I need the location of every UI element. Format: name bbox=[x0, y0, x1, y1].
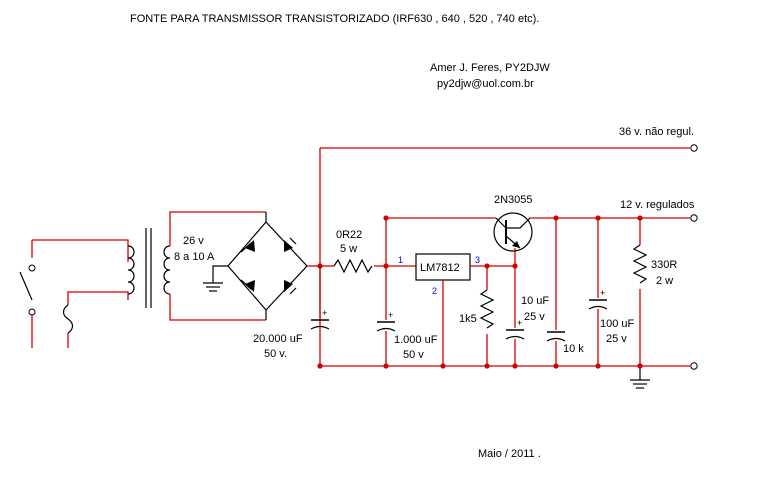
output-regulated-label: 12 v. regulados bbox=[620, 199, 695, 211]
resistor-1k5-value: 1k5 bbox=[459, 313, 477, 325]
svg-text:+: + bbox=[600, 288, 605, 298]
c3-voltage: 25 v bbox=[524, 311, 545, 323]
output-unregulated-label: 36 v. não regul. bbox=[619, 126, 694, 138]
junction-dots bbox=[317, 215, 643, 369]
c2-voltage: 50 v bbox=[403, 349, 424, 361]
c4-capacitance: 100 uF bbox=[600, 318, 635, 330]
svg-text:+: + bbox=[388, 310, 393, 320]
regulator-lm7812 bbox=[415, 253, 471, 281]
bridge-rectifier bbox=[203, 212, 308, 320]
regulator-pin-2: 2 bbox=[432, 286, 437, 296]
resistor-330r-power: 2 w bbox=[656, 275, 673, 287]
regulator-pin-3: 3 bbox=[475, 255, 480, 265]
resistor-0r22-value: 0R22 bbox=[336, 229, 362, 241]
transistor-label: 2N3055 bbox=[494, 194, 533, 206]
resistor-0r22-power: 5 w bbox=[340, 243, 357, 255]
transistor-2n3055 bbox=[493, 212, 533, 266]
transformer-voltage: 26 v bbox=[183, 235, 204, 247]
transformer-current: 8 a 10 A bbox=[174, 251, 215, 263]
resistor-330r-value: 330R bbox=[651, 259, 677, 271]
c1-voltage: 50 v. bbox=[264, 348, 287, 360]
transformer bbox=[127, 211, 266, 321]
svg-text:+: + bbox=[322, 308, 327, 318]
svg-text:+: + bbox=[517, 318, 522, 328]
r-10k-value: 10 k bbox=[563, 343, 584, 355]
resistor-330r bbox=[632, 244, 648, 284]
resistor-0r22 bbox=[333, 258, 373, 274]
regulator-label: LM7812 bbox=[420, 262, 460, 274]
c1-capacitance: 20.000 uF bbox=[253, 333, 303, 345]
c3-capacitance: 10 uF bbox=[521, 295, 549, 307]
resistor-1k5 bbox=[479, 289, 495, 329]
author-name: Amer J. Feres, PY2DJW bbox=[430, 62, 550, 74]
schematic-title: FONTE PARA TRANSMISSOR TRANSISTORIZADO (… bbox=[130, 13, 539, 25]
author-email: py2djw@uol.com.br bbox=[437, 78, 534, 90]
mains-input bbox=[19, 239, 129, 348]
c2-capacitance: 1.000 uF bbox=[394, 334, 438, 346]
regulator-pin-1: 1 bbox=[398, 255, 403, 265]
date-label: Maio / 2011 . bbox=[478, 448, 541, 460]
c4-voltage: 25 v bbox=[606, 333, 627, 345]
